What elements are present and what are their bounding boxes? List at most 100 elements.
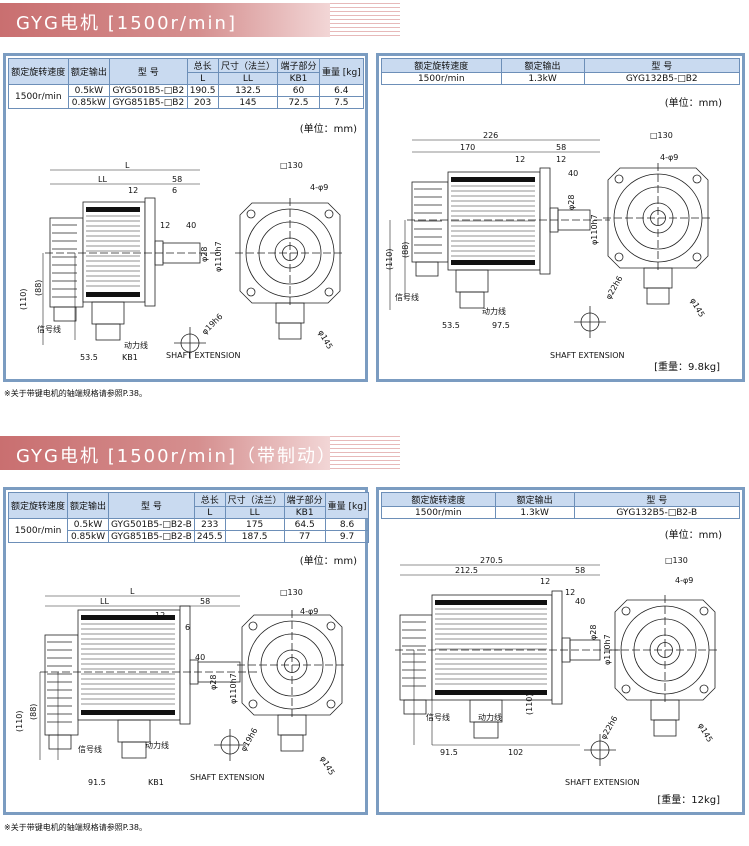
front-connector [275,302,305,324]
cell: 0.85kW [67,530,110,543]
dimension-label-signal: 信号线 [78,744,102,754]
cell: 190.5 [186,84,219,97]
dimension-label-d102: 102 [508,748,523,757]
power-connector-nut [459,291,485,309]
th-L: L [186,72,219,85]
mounting-hole [248,621,258,631]
th-model: 型 号 [108,492,195,519]
cell-speed: 1500r/min [7,518,69,543]
weight-label: [重量：12kg] [657,795,720,806]
dimension-label-sq130: □130 [650,131,673,140]
dimension-label-d12: 12 [556,155,566,164]
th-L: L [193,506,226,519]
power-connector-nut [473,721,499,739]
dimension-label-d40: 40 [568,169,578,178]
front-connector-nut [646,287,670,305]
motor-body [431,594,553,701]
front-connector-nut [653,719,677,737]
terminal-box [411,181,449,263]
dimension-label-d915: 91.5 [88,778,106,787]
dimension-label-power: 动力线 [124,340,148,350]
dimension-label-d58: 58 [200,597,210,606]
dimension-label-d12: 12 [160,221,170,230]
mounting-hole [621,606,631,616]
dimension-label-shaft: SHAFT EXTENSION [565,778,640,787]
terminal-box [49,217,84,308]
dimension-label-phi110: φ110h7 [229,673,238,704]
dimension-label-signal: 信号线 [426,712,450,722]
motor-body [82,201,146,303]
dimension-label-KB1: KB1 [122,353,138,362]
dimension-label-d110: (110) [19,288,28,310]
dimension-label-d110: (110) [385,248,394,270]
body-band [86,207,140,212]
th-total: 总长 [186,58,219,73]
dimension-label-d58: 58 [556,143,566,152]
body-band [435,690,547,695]
th-speed: 额定旋转速度 [8,58,69,85]
dimension-label-d6: 6 [172,186,177,195]
dimension-label-d915: 91.5 [440,748,458,757]
cell: 77 [283,530,326,543]
unit-label: (单位：mm) [664,98,722,109]
front-connector [643,267,673,289]
dimension-label-d2705: 270.5 [480,556,503,565]
terminal-box [399,614,433,701]
dimension-label-d88: (88) [29,704,38,720]
signal-connector [53,306,77,322]
dimension-label-d88: (88) [401,242,410,258]
dimension-label-d535: 53.5 [442,321,460,330]
dimension-label-power: 动力线 [145,740,169,750]
dimension-label-d535: 53.5 [80,353,98,362]
dimension-label-phi22: φ22h6 [604,274,625,301]
mounting-hole [699,684,709,694]
th-output: 额定输出 [67,492,110,519]
dimension-label-d6: 6 [185,623,190,632]
dimension-label-L: L [125,161,130,170]
dimension-label-holes: 4-φ9 [310,183,328,192]
dimension-label-d88: (88) [34,280,43,296]
dimension-label-d58: 58 [575,566,585,575]
mounting-hole [248,699,258,709]
unit-label: (单位：mm) [299,556,357,567]
unit-label: (单位：mm) [664,530,722,541]
dimension-label-phi145: φ145 [318,755,336,777]
mounting-hole [324,287,334,297]
dimension-label-phi28: φ28 [200,247,209,262]
cell-speed: 1500r/min [8,84,69,109]
dimension-label-shaft: SHAFT EXTENSION [166,351,241,360]
th-weight: 重量 [kg] [318,58,365,85]
dimension-label-KB1: KB1 [148,778,164,787]
mounting-hole [692,174,702,184]
body-band [451,177,535,182]
dimension-label-power: 动力线 [478,712,502,722]
dimension-label-sq130: □130 [665,556,688,565]
dimension-label-holes: 4-φ9 [300,607,318,616]
front-flange [239,202,341,304]
flange [551,590,563,705]
power-connector [455,269,489,293]
cell: GYG851B5-□B2-B [108,530,195,543]
footnote-1: ※关于带键电机的轴端规格请参照P.38。 [4,389,148,398]
section-title-2: GYG电机 [1500r/min]（带制动） [0,436,400,470]
cell: GYG132B5-□B2 [583,72,741,85]
dimension-label-phi110: φ110h7 [590,214,599,245]
dimension-label-L: L [130,587,135,596]
front-connector-nut [278,322,302,340]
dimension-label-phi28: φ28 [209,675,218,690]
power-connector [91,301,125,325]
cell: 1500r/min [381,72,502,85]
mounting-hole [621,684,631,694]
unit-label: (单位：mm) [299,124,357,135]
dimension-label-power: 动力线 [482,306,506,316]
dimension-label-sq130: □130 [280,588,303,597]
signal-connector [48,734,72,750]
